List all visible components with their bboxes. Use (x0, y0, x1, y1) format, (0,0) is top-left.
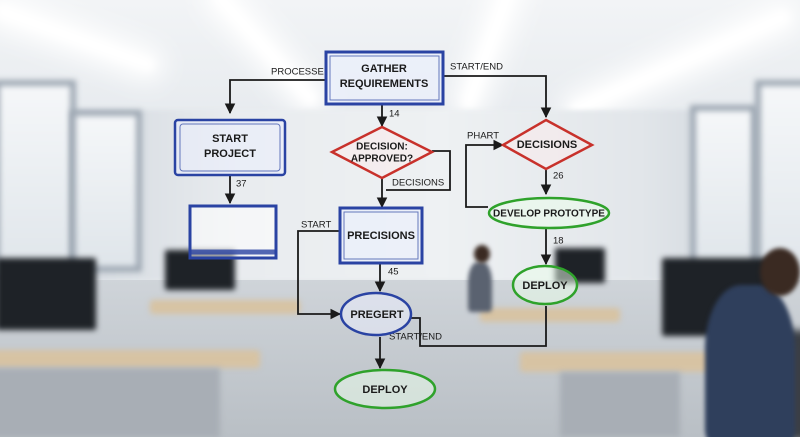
desk (480, 308, 620, 322)
node-decision-line2: APPROVED? (351, 154, 413, 165)
edge-label-45: 45 (388, 267, 399, 278)
node-deploy-right-label: DEPLOY (522, 280, 568, 292)
node-decisions: DECISIONS (500, 118, 595, 171)
node-precisions: PRECISIONS (338, 206, 424, 265)
edge-label-14: 14 (389, 109, 400, 120)
edge-label-phart: PHART (467, 131, 499, 142)
node-develop-prototype: DEVELOP PROTOTYPE (487, 196, 611, 230)
monitor (0, 258, 96, 330)
node-decisions-label: DECISIONS (517, 139, 578, 151)
arrow-gather-to-decisions (443, 75, 552, 119)
edge-label-start-end-top: START/END (450, 62, 503, 73)
arrow-phart-loop (465, 139, 505, 208)
node-deploy-bottom: DEPLOY (333, 368, 437, 410)
edge-label-26: 26 (553, 171, 564, 182)
desk-panel (0, 368, 220, 437)
node-deploy-right: DEPLOY (511, 264, 579, 306)
edge-labels: PROCESSE START/END 14 37 PHART DECISIONS… (236, 62, 564, 343)
node-pregert: PREGERT (339, 291, 413, 337)
arrow-start-to-pregert (297, 230, 342, 320)
node-pregert-label: PREGERT (350, 309, 403, 321)
node-decision-approved: DECISION: APPROVED? (329, 125, 435, 180)
person-head (474, 245, 490, 263)
person-head (760, 248, 800, 296)
desk (150, 300, 300, 314)
person (468, 262, 492, 312)
node-precisions-label: PRECISIONS (347, 230, 415, 242)
connectors (224, 75, 552, 370)
arrow-deploy-to-pregert (411, 306, 547, 347)
edge-label-37: 37 (236, 179, 247, 190)
edge-label-18: 18 (553, 236, 564, 247)
node-gather-line2: REQUIREMENTS (340, 78, 429, 90)
node-gather-line1: GATHER (361, 63, 407, 75)
window (70, 110, 142, 272)
node-deploy-bottom-label: DEPLOY (362, 384, 408, 396)
edge-label-processe: PROCESSE (271, 67, 324, 78)
desk (0, 350, 260, 368)
desk-panel (560, 372, 680, 437)
edge-label-start: START (301, 220, 331, 231)
node-start-project-line1: START (212, 133, 248, 145)
edge-label-start-end-bottom: START/END (389, 332, 442, 343)
node-start-project: START PROJECT (173, 118, 287, 177)
node-gather-requirements: GATHER REQUIREMENTS (324, 50, 445, 106)
person (705, 285, 795, 437)
arrow-decision-approved-branch (386, 150, 451, 191)
arrow-gather-to-start-project (224, 79, 326, 115)
node-develop-prototype-label: DEVELOP PROTOTYPE (493, 209, 605, 220)
node-decision-line1: DECISION: (356, 142, 408, 153)
edge-label-decisions: DECISIONS (392, 178, 444, 189)
node-blank-box (188, 204, 278, 260)
node-start-project-line2: PROJECT (204, 148, 256, 160)
